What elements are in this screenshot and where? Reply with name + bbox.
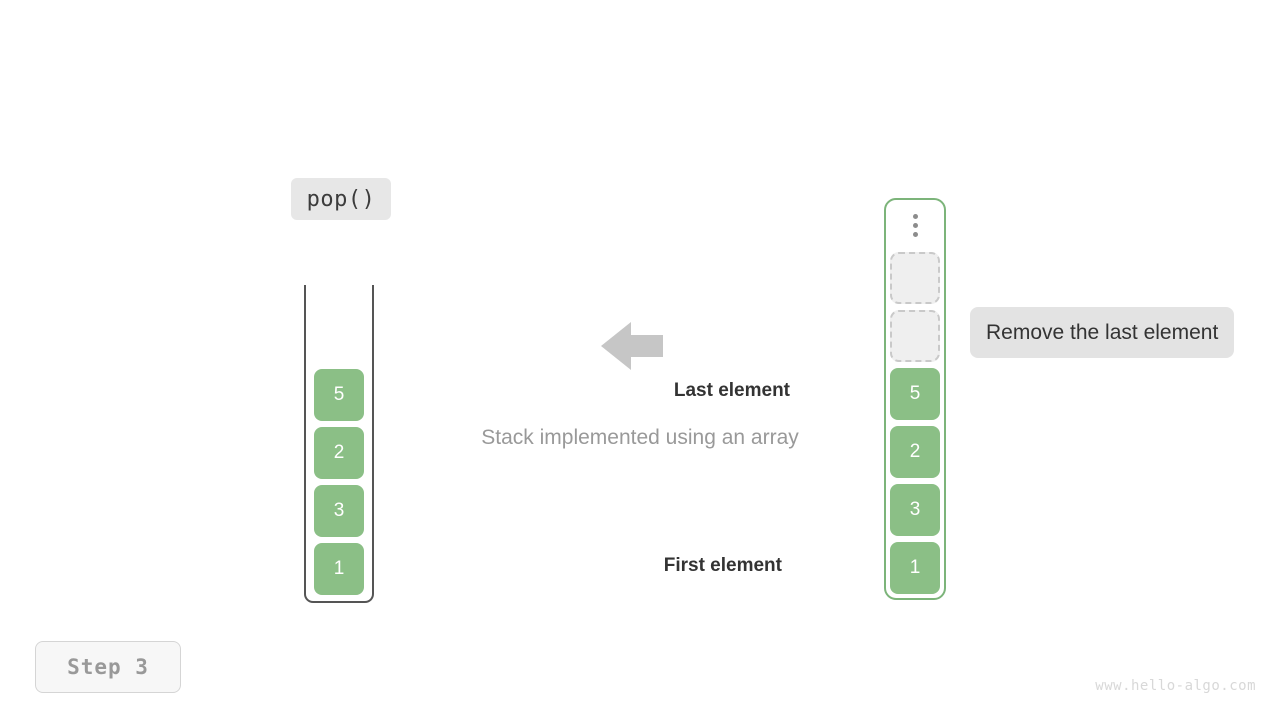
- arrow-left-icon: [601, 318, 663, 374]
- array-cell: 1: [314, 543, 364, 595]
- stack-cell: 2: [890, 426, 940, 478]
- array-cell: 3: [314, 485, 364, 537]
- last-element-label: Last element: [673, 380, 790, 401]
- stack-cell: 1: [890, 542, 940, 594]
- array-cell: 5: [314, 369, 364, 421]
- stack-empty-slot: [890, 252, 940, 304]
- array-cell: 2: [314, 427, 364, 479]
- callout-remove-last: Remove the last element: [970, 307, 1235, 358]
- ellipsis-dot: [912, 231, 918, 237]
- array-container: 5 2 3 1: [304, 285, 374, 603]
- operation-label: pop(): [291, 178, 391, 220]
- watermark: www.hello-algo.com: [1095, 678, 1256, 694]
- stack-cell: 5: [890, 368, 940, 420]
- ellipsis-dot: [912, 213, 918, 219]
- ellipsis-dot: [912, 222, 918, 228]
- figure-caption: Stack implemented using an array: [481, 426, 799, 449]
- stack-empty-slot: [890, 310, 940, 362]
- step-badge: Step 3: [35, 641, 181, 693]
- stack-container: 5 2 3 1: [884, 198, 946, 600]
- array-cell-list: 5 2 3 1: [306, 369, 372, 595]
- vertical-ellipsis-icon: [890, 202, 940, 248]
- stack-cell: 3: [890, 484, 940, 536]
- first-element-label: First element: [663, 555, 782, 576]
